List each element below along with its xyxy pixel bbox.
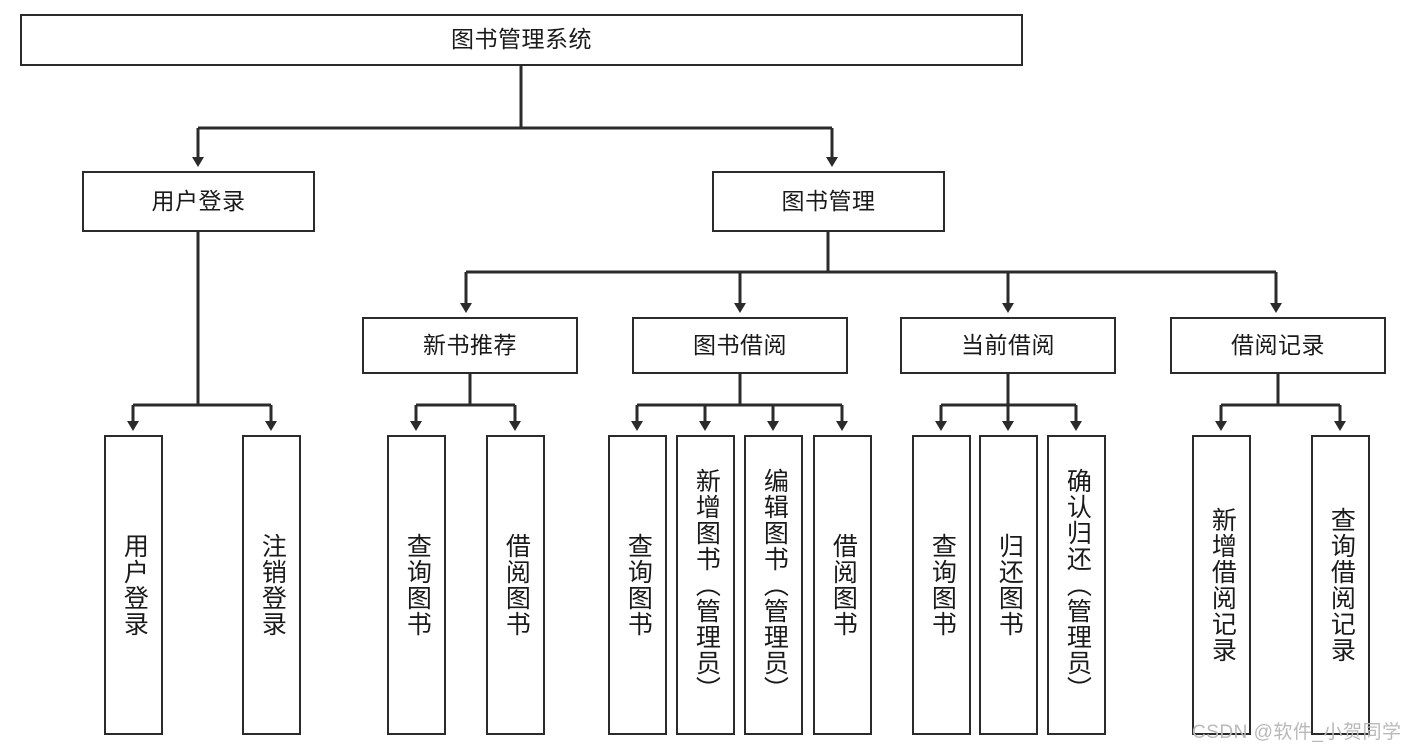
leaf-label: 确认归还（管理员） — [1063, 468, 1092, 702]
node-label: 图书借阅 — [693, 331, 787, 358]
leaf-add-borrowing-record[interactable]: 新增借阅记录 — [1192, 435, 1251, 735]
node-borrowing-records[interactable]: 借阅记录 — [1170, 317, 1386, 374]
leaf-label: 查询图书 — [624, 533, 653, 637]
leaf-label: 查询借阅记录 — [1327, 507, 1356, 663]
node-label: 用户登录 — [151, 187, 246, 214]
node-user-login[interactable]: 用户登录 — [82, 171, 315, 232]
leaf-query-books-borrowing[interactable]: 查询图书 — [608, 435, 667, 735]
leaf-label: 查询图书 — [928, 533, 957, 637]
leaf-label: 归还图书 — [995, 533, 1024, 637]
node-label: 图书管理 — [781, 187, 876, 214]
leaf-edit-book-admin[interactable]: 编辑图书（管理员） — [744, 435, 803, 735]
node-label: 图书管理系统 — [451, 26, 592, 53]
leaf-query-borrowing-record[interactable]: 查询借阅记录 — [1311, 435, 1370, 735]
node-label: 借阅记录 — [1231, 331, 1325, 358]
leaf-label: 查询图书 — [403, 533, 432, 637]
watermark-csdn: CSDN @软件_小贺同学 — [1192, 722, 1402, 743]
node-new-book-recommendation[interactable]: 新书推荐 — [362, 317, 578, 374]
node-book-borrowing[interactable]: 图书借阅 — [632, 317, 848, 374]
node-root-book-management-system[interactable]: 图书管理系统 — [20, 14, 1023, 66]
leaf-label: 注销登录 — [258, 533, 287, 637]
leaf-query-books-current[interactable]: 查询图书 — [912, 435, 971, 735]
leaf-label: 借阅图书 — [502, 533, 531, 637]
leaf-query-books-recommendation[interactable]: 查询图书 — [387, 435, 446, 735]
leaf-borrow-books-borrowing[interactable]: 借阅图书 — [813, 435, 872, 735]
leaf-add-book-admin[interactable]: 新增图书（管理员） — [676, 435, 735, 735]
node-book-management[interactable]: 图书管理 — [712, 171, 945, 232]
leaf-confirm-return-admin[interactable]: 确认归还（管理员） — [1047, 435, 1106, 735]
leaf-user-login[interactable]: 用户登录 — [104, 435, 163, 735]
leaf-logout[interactable]: 注销登录 — [242, 435, 301, 735]
leaf-label: 新增图书（管理员） — [692, 468, 721, 702]
node-label: 当前借阅 — [961, 331, 1055, 358]
leaf-label: 用户登录 — [120, 533, 149, 637]
leaf-label: 编辑图书（管理员） — [760, 468, 789, 702]
leaf-label: 借阅图书 — [829, 533, 858, 637]
node-label: 新书推荐 — [423, 331, 517, 358]
leaf-label: 新增借阅记录 — [1208, 507, 1237, 663]
leaf-return-books[interactable]: 归还图书 — [979, 435, 1038, 735]
leaf-borrow-books-recommendation[interactable]: 借阅图书 — [486, 435, 545, 735]
node-current-borrowing[interactable]: 当前借阅 — [900, 317, 1116, 374]
